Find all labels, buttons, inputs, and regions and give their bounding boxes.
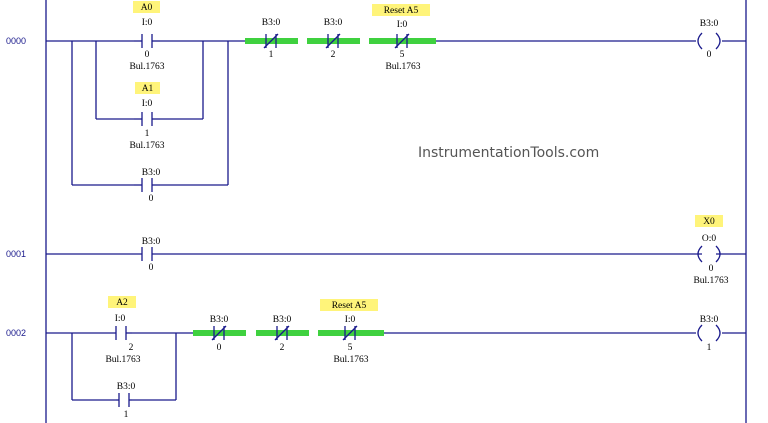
address-label: B3:0 — [210, 315, 229, 325]
rung-number: 0001 — [6, 249, 26, 259]
bit-label: 2 — [129, 343, 134, 353]
module-label: Bul.1763 — [693, 276, 728, 286]
watermark: InstrumentationTools.com — [418, 145, 599, 161]
coil-left-arc — [697, 324, 703, 342]
address-label: B3:0 — [142, 237, 161, 247]
contact-xio-b3-0-0[interactable]: B3:0 0 — [193, 315, 246, 353]
address-label: B3:0 — [700, 315, 719, 325]
address-label: B3:0 — [117, 382, 136, 392]
contact-xic-b3-0-0[interactable]: B3:0 0 — [134, 168, 160, 204]
bit-label: 0 — [709, 264, 714, 274]
symbol-tag: Reset A5 — [384, 6, 419, 16]
contact-slash — [325, 33, 341, 49]
address-label: I:0 — [142, 99, 153, 109]
coil-left-arc — [697, 32, 703, 50]
contact-xic-a2[interactable]: A2 I:0 2 Bul.1763 — [105, 296, 141, 365]
contact-xic-b3-0-1[interactable]: B3:0 1 — [116, 382, 135, 420]
address-label: B3:0 — [324, 18, 343, 28]
rung-number: 0002 — [6, 328, 26, 338]
symbol-tag: A2 — [116, 298, 128, 308]
symbol-tag-box — [108, 296, 136, 308]
module-label: Bul.1763 — [385, 62, 420, 72]
address-label: I:0 — [345, 315, 356, 325]
symbol-tag-box — [695, 215, 723, 227]
bit-label: 5 — [400, 50, 405, 60]
coil-right-arc — [715, 32, 721, 50]
bit-label: 0 — [217, 343, 222, 353]
bit-label: 0 — [145, 50, 150, 60]
symbol-tag: A0 — [141, 3, 153, 13]
contact-slash — [211, 325, 227, 341]
contact-xio-reset-a5[interactable]: Reset A5 I:0 5 Bul.1763 — [318, 299, 384, 365]
contact-slash — [394, 33, 410, 49]
bit-label: 1 — [145, 129, 150, 139]
rung-0000[interactable]: 0000 A0 I:0 0 Bul.1763 A1 I:0 — [6, 1, 746, 204]
address-label: O:0 — [702, 234, 717, 244]
module-label: Bul.1763 — [333, 355, 368, 365]
module-label: Bul.1763 — [129, 62, 164, 72]
coil-ote-b3-0-0[interactable]: B3:0 0 — [697, 19, 721, 60]
contact-xic-b3-0-0[interactable]: B3:0 0 — [141, 237, 161, 273]
symbol-tag: A1 — [142, 84, 154, 94]
bit-label: 0 — [149, 263, 154, 273]
contact-xic-a0[interactable]: A0 I:0 0 Bul.1763 — [129, 1, 165, 72]
bit-label: 2 — [280, 343, 285, 353]
address-label: B3:0 — [273, 315, 292, 325]
coil-right-arc — [715, 324, 721, 342]
contact-xic-a1[interactable]: A1 I:0 1 Bul.1763 — [129, 82, 165, 151]
symbol-tag-box — [135, 82, 160, 94]
address-label: I:0 — [142, 18, 153, 28]
coil-ote-x0[interactable]: X0 O:0 0 Bul.1763 — [693, 215, 729, 286]
module-label: Bul.1763 — [129, 141, 164, 151]
address-label: I:0 — [397, 20, 408, 30]
rung-0002[interactable]: 0002 A2 I:0 2 Bul.1763 B3:0 1 — [6, 296, 746, 420]
rung-0001[interactable]: 0001 B3:0 0 X0 O:0 0 Bul.1763 — [6, 215, 746, 286]
bit-label: 5 — [348, 343, 353, 353]
contact-xio-b3-0-2[interactable]: B3:0 2 — [307, 18, 360, 60]
energized-highlight — [318, 330, 384, 336]
contact-xio-b3-0-1[interactable]: B3:0 1 — [245, 18, 298, 60]
symbol-tag: Reset A5 — [332, 301, 367, 311]
coil-left-arc — [697, 245, 703, 263]
symbol-tag-box — [320, 299, 378, 311]
rung-number: 0000 — [6, 36, 26, 46]
module-label: Bul.1763 — [105, 355, 140, 365]
bit-label: 1 — [124, 410, 129, 420]
bit-label: 0 — [707, 50, 712, 60]
coil-ote-b3-0-1[interactable]: B3:0 1 — [697, 315, 721, 353]
symbol-tag-box — [133, 1, 160, 13]
symbol-tag: X0 — [703, 217, 715, 227]
address-label: B3:0 — [142, 168, 161, 178]
contact-slash — [274, 325, 290, 341]
contact-slash — [342, 325, 358, 341]
bit-label: 1 — [269, 50, 274, 60]
address-label: B3:0 — [700, 19, 719, 29]
contact-slash — [263, 33, 279, 49]
address-label: B3:0 — [262, 18, 281, 28]
bit-label: 2 — [331, 50, 336, 60]
symbol-tag-box — [372, 4, 430, 16]
contact-xio-reset-a5[interactable]: Reset A5 I:0 5 Bul.1763 — [369, 4, 436, 72]
contact-xio-b3-0-2[interactable]: B3:0 2 — [256, 315, 309, 353]
bit-label: 0 — [149, 194, 154, 204]
address-label: I:0 — [115, 314, 126, 324]
coil-right-arc — [715, 245, 721, 263]
bit-label: 1 — [707, 343, 712, 353]
